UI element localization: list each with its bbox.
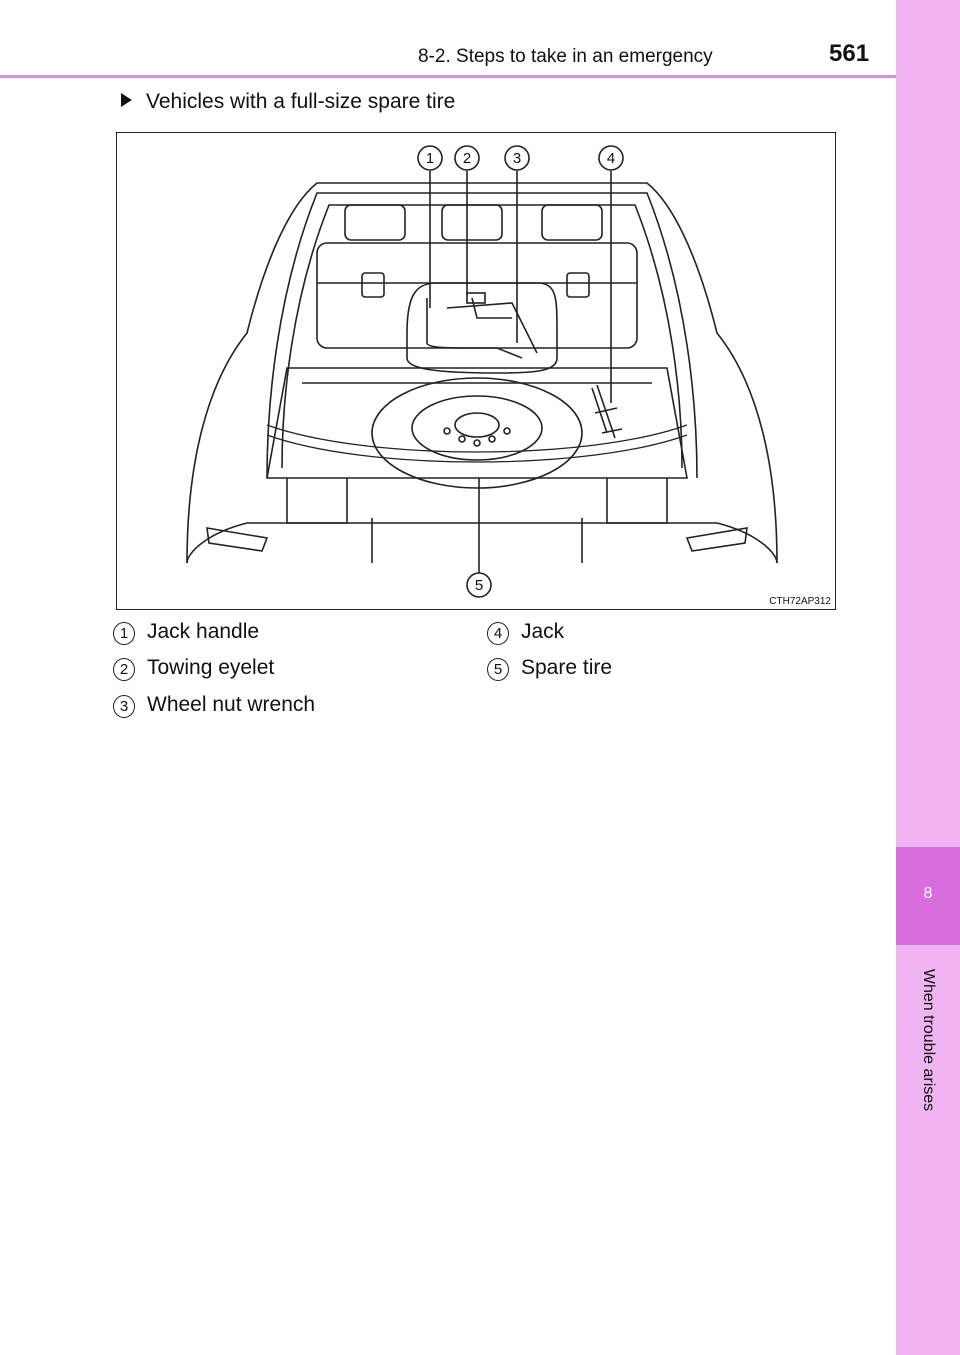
- legend-text-4: Jack: [521, 620, 564, 644]
- side-tab: [896, 0, 960, 1355]
- callout-3-label: 3: [513, 150, 521, 167]
- legend-text-2: Towing eyelet: [147, 656, 274, 680]
- legend-text-3: Wheel nut wrench: [147, 693, 315, 717]
- side-tab-chapter-title: When trouble arises: [919, 969, 937, 1111]
- figure-code: CTH72AP312: [769, 596, 831, 607]
- legend-text-5: Spare tire: [521, 656, 612, 680]
- legend-number-3: 3: [113, 695, 135, 718]
- callout-2-label: 2: [463, 150, 471, 167]
- spare-tire-drawing: [372, 378, 582, 488]
- callout-1-label: 1: [426, 150, 434, 167]
- triangle-bullet-icon: [121, 93, 132, 107]
- page-number: 561: [829, 40, 869, 68]
- side-tab-chapter-box: 8: [896, 847, 960, 945]
- header-rule: [0, 75, 896, 78]
- condition-heading: Vehicles with a full-size spare tire: [121, 90, 455, 114]
- callout-4-label: 4: [607, 150, 615, 167]
- legend-number-1: 1: [113, 622, 135, 645]
- legend-number-5: 5: [487, 658, 509, 681]
- header-section-title: 8-2. Steps to take in an emergency: [418, 46, 713, 68]
- callout-5-label: 5: [475, 577, 483, 594]
- condition-text: Vehicles with a full-size spare tire: [146, 90, 455, 113]
- trunk-drawing: 1 2 3 4 5: [117, 133, 835, 609]
- legend-number-4: 4: [487, 622, 509, 645]
- legend-number-2: 2: [113, 658, 135, 681]
- legend-text-1: Jack handle: [147, 620, 259, 644]
- figure-trunk-illustration: 1 2 3 4 5 CTH72AP312: [116, 132, 836, 610]
- chapter-number: 8: [896, 885, 960, 903]
- jack-drawing: [592, 385, 622, 438]
- tailgate-opening: [267, 193, 697, 478]
